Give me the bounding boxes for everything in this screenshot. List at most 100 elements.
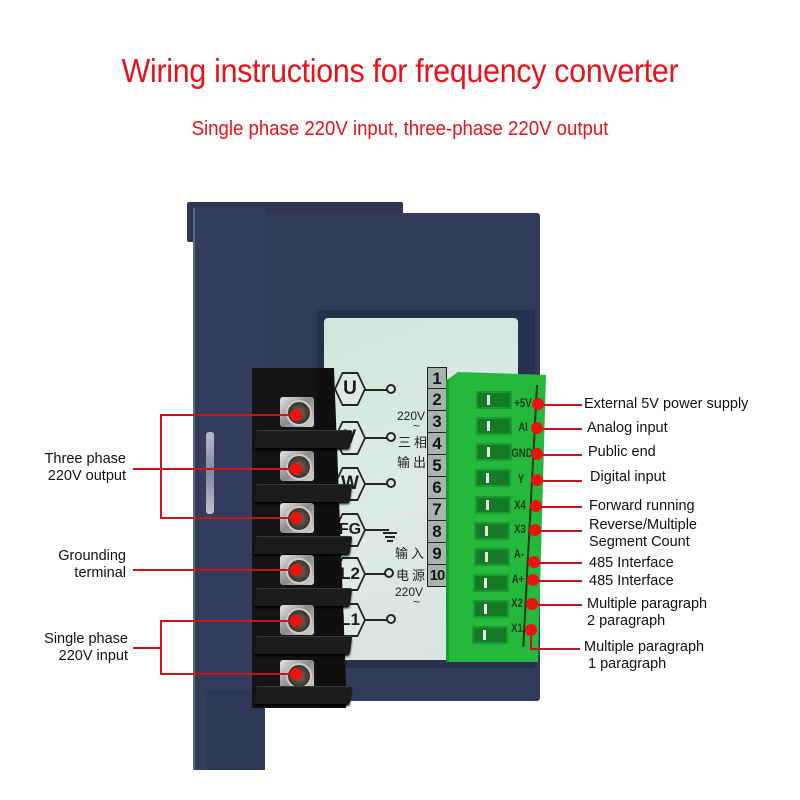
callout-analog-input: Analog input [587,420,668,436]
connector-line [365,437,387,439]
callout-dot [530,500,542,512]
pin-label: Y [517,472,525,486]
terminal-separator [253,536,353,554]
callout-line [133,468,296,470]
pin-label: X1 [511,621,523,635]
callout-dot [526,598,538,610]
terminal-mark-u: U [334,372,366,406]
callout-dot [290,564,302,576]
callout-dot [532,398,544,410]
callout-public-end: Public end [588,444,656,460]
callout-dot [290,668,302,680]
connector-line [365,529,389,531]
terminal-separator [253,430,353,448]
callout-dot [531,448,543,460]
callout-line [537,480,582,482]
pin-label: A- [513,547,525,561]
pin-label: AI [518,420,528,434]
callout-single-phase-input: Single phase 220V input [44,631,128,664]
signal-slot[interactable] [474,522,510,540]
output-voltage-label: 220V [397,409,426,423]
terminal-number: 5 [427,455,447,477]
pin-label: +5V [514,396,532,410]
callout-bracket [160,620,162,674]
pin-label: GND [511,446,533,460]
input-label-cn-2: 电源 [396,568,429,583]
pin-label: X4 [514,498,526,512]
callout-line [536,506,582,508]
callout-line [160,673,296,675]
terminal-separator [253,636,353,654]
pin-label: X2 [511,596,523,610]
callout-line [530,630,532,649]
callout-line [534,562,582,564]
callout-multiple-paragraph-2: Multiple paragraph 2 paragraph [587,596,708,629]
terminal-number: 9 [427,543,447,565]
terminal-number: 1 [427,367,447,389]
device-sticker [206,432,214,514]
callout-line [133,647,161,649]
callout-line [160,414,296,416]
signal-slot[interactable] [474,548,510,566]
callout-forward-running: Forward running [589,498,695,514]
callout-line [160,620,296,622]
callout-485-interface-a-plus: 485 Interface [589,573,674,589]
output-label-cn-1: 三相 [398,435,431,450]
signal-slot[interactable] [473,574,509,592]
callout-bracket [160,414,162,518]
callout-grounding-terminal: Grounding terminal [58,548,126,581]
terminal-ring-icon [386,478,396,488]
callout-line [133,569,296,571]
callout-line [537,428,582,430]
ground-icon [383,530,397,542]
page-subtitle: Single phase 220V input, three-phase 220… [191,118,609,140]
callout-external-5v: External 5V power supply [584,396,749,412]
terminal-ring-icon [386,384,396,394]
callout-dot [290,409,302,421]
terminal-number: 6 [427,477,447,499]
connector-line [365,573,385,575]
callout-line [533,580,582,582]
connector-line [365,483,387,485]
terminal-number: 8 [427,521,447,543]
terminal-number-column: 1 2 3 4 5 6 7 8 9 10 [427,367,447,587]
terminal-ring-icon [386,432,396,442]
signal-slot[interactable] [476,417,512,435]
callout-dot [527,574,539,586]
callout-line [532,604,582,606]
terminal-ring-icon [384,568,394,578]
output-ac-symbol: ~ [413,419,421,433]
input-label-cn-1: 输入 [395,546,428,561]
terminal-number: 3 [427,411,447,433]
terminal-ring-icon [386,614,396,624]
pin-label: X3 [514,522,526,536]
callout-dot [290,463,302,475]
callout-dot [531,422,543,434]
signal-slot[interactable] [475,496,511,514]
pin-label: A+ [511,572,525,586]
connector-line [365,619,387,621]
signal-slot[interactable] [475,469,511,487]
input-ac-symbol: ~ [413,595,421,609]
callout-dot [531,474,543,486]
callout-multiple-paragraph-1: Multiple paragraph 1 paragraph [584,639,705,672]
page-title: Wiring instructions for frequency conver… [121,52,679,89]
callout-digital-input: Digital input [590,469,666,485]
terminal-number: 10 [427,565,447,587]
terminal-number: 7 [427,499,447,521]
callout-reverse-multiple: Reverse/Multiple Segment Count [589,517,697,550]
input-voltage-label: 220V [395,585,424,599]
signal-slot[interactable] [476,443,512,461]
terminal-number: 2 [427,389,447,411]
signal-slot[interactable] [472,626,508,644]
callout-dot [525,624,537,636]
callout-dot [290,615,302,627]
output-label-cn-2: 输出 [397,455,430,470]
connector-line [365,389,387,391]
signal-slot[interactable] [476,391,512,409]
signal-slot[interactable] [473,600,509,618]
callout-line [160,517,296,519]
callout-dot [529,524,541,536]
terminal-separator [253,588,353,606]
callout-line [535,530,582,532]
